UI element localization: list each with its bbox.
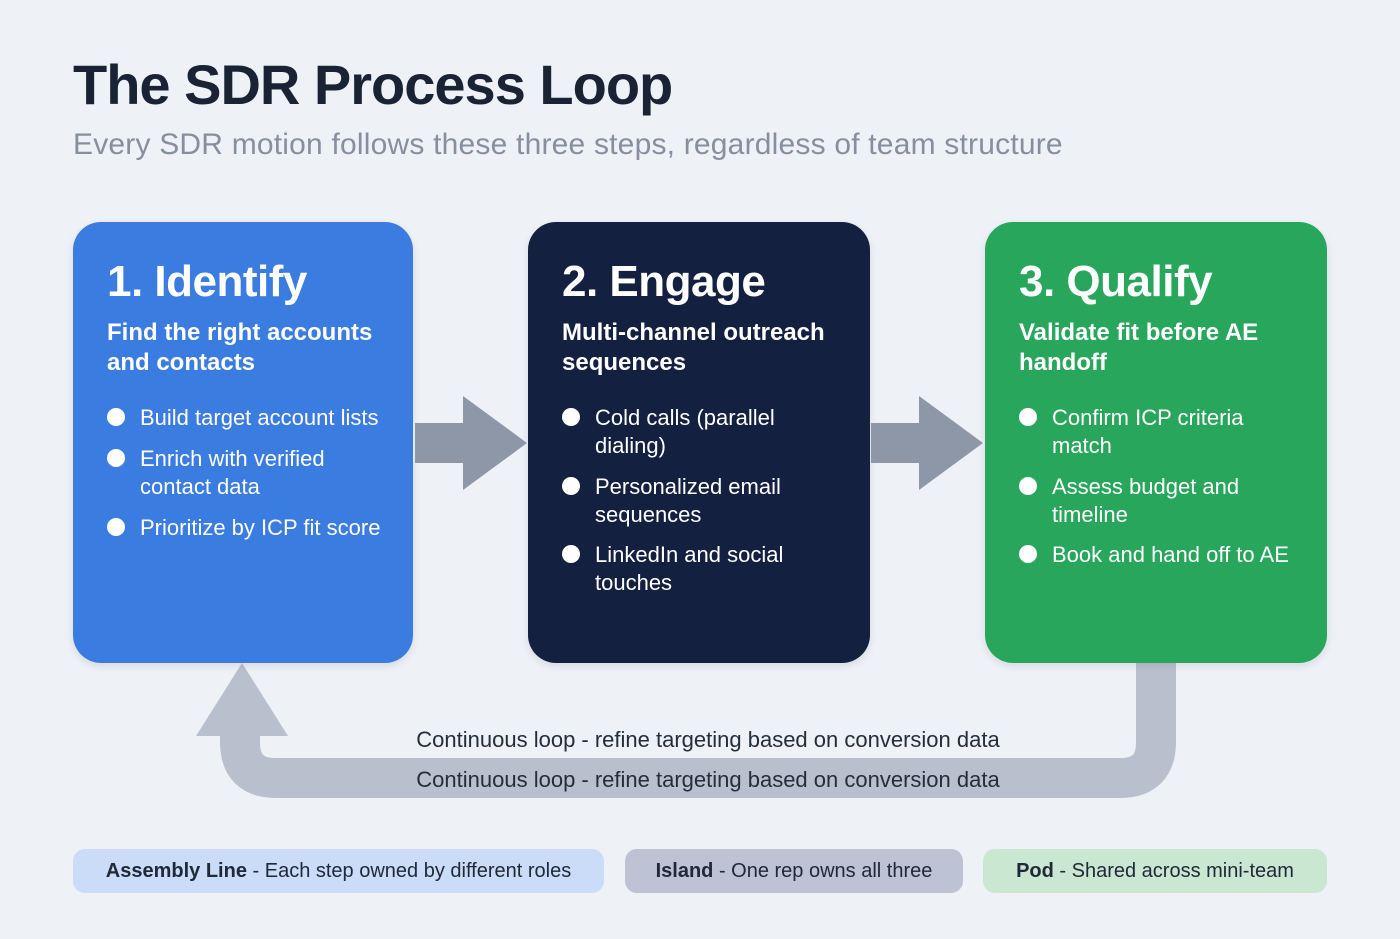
bullet-dot-icon: [562, 545, 580, 564]
bullet-label: Enrich with verified contact data: [140, 446, 325, 499]
bullet-dot-icon: [562, 408, 580, 427]
bullet-label: Build target account lists: [140, 405, 379, 431]
bullet-label: Cold calls (parallel dialing): [595, 405, 775, 459]
bullet-item: Enrich with verified contact data: [107, 445, 381, 500]
loop-caption-on-bar: Continuous loop - refine targeting based…: [416, 767, 1000, 792]
bullet-item: Assess budget and timeline: [1019, 473, 1295, 528]
step-card-engage: 2. Engage Multi-channel outreach sequenc…: [528, 222, 870, 663]
step-bullet-list: Build target account lists Enrich with v…: [107, 404, 381, 541]
bullet-label: Personalized email sequences: [595, 473, 781, 527]
bullet-dot-icon: [1019, 545, 1037, 564]
step-card-qualify: 3. Qualify Validate fit before AE handof…: [985, 222, 1327, 663]
bullet-dot-icon: [107, 517, 125, 536]
step-subtitle: Validate fit before AE handoff: [1019, 318, 1259, 376]
bullet-label: Prioritize by ICP fit score: [140, 514, 381, 540]
legend-label: Assembly Line: [105, 859, 247, 882]
bullet-item: LinkedIn and social touches: [562, 541, 838, 596]
bullet-dot-icon: [562, 476, 580, 495]
legend-label: Pod: [1016, 859, 1054, 882]
step-card-identify: 1. Identify Find the right accounts and …: [73, 222, 413, 663]
legend-description: - Each step owned by different roles: [246, 859, 572, 882]
bullet-label: Assess budget and timeline: [1052, 473, 1240, 527]
bullet-item: Prioritize by ICP fit score: [107, 514, 381, 542]
arrow-right-shape: [415, 396, 527, 490]
bullet-dot-icon: [1019, 408, 1037, 427]
arrow-right-icon: [871, 396, 983, 490]
loop-caption-above-bar: Continuous loop - refine targeting based…: [416, 727, 1000, 752]
step-bullet-list: Confirm ICP criteria match Assess budget…: [1019, 404, 1295, 569]
page-subtitle: Every SDR motion follows these three ste…: [73, 128, 1063, 161]
loop-arrowhead-up-icon: [196, 663, 288, 736]
bullet-item: Cold calls (parallel dialing): [562, 404, 838, 459]
bullet-label: Confirm ICP criteria match: [1052, 405, 1244, 459]
bullet-label: Book and hand off to AE: [1052, 542, 1289, 568]
step-subtitle: Find the right accounts and contacts: [107, 318, 373, 376]
step-subtitle: Multi-channel outreach sequences: [562, 318, 825, 376]
bullet-item: Book and hand off to AE: [1019, 541, 1295, 569]
step-bullet-list: Cold calls (parallel dialing) Personaliz…: [562, 404, 838, 596]
step-title: 2. Engage: [562, 257, 766, 306]
bullet-dot-icon: [107, 408, 125, 427]
bullet-label: LinkedIn and social touches: [595, 542, 784, 596]
legend-description: - One rep owns all three: [713, 859, 933, 882]
bullet-item: Personalized email sequences: [562, 473, 838, 528]
legend-description: - Shared across mini-team: [1053, 859, 1294, 882]
legend-badge-assembly-line: Assembly Line - Each step owned by diffe…: [73, 849, 604, 893]
step-title: 3. Qualify: [1019, 257, 1213, 306]
loop-path: [220, 656, 1176, 798]
bullet-dot-icon: [107, 449, 125, 468]
page-title: The SDR Process Loop: [73, 53, 673, 116]
bullet-item: Build target account lists: [107, 404, 381, 432]
bullet-dot-icon: [1019, 476, 1037, 495]
bullet-item: Confirm ICP criteria match: [1019, 404, 1295, 459]
legend-label: Island: [655, 859, 714, 882]
step-title: 1. Identify: [107, 257, 307, 306]
legend-badge-island: Island - One rep owns all three: [625, 849, 963, 893]
arrow-right-shape: [871, 396, 983, 490]
legend-badge-pod: Pod - Shared across mini-team: [983, 849, 1327, 893]
arrow-right-icon: [415, 396, 527, 490]
